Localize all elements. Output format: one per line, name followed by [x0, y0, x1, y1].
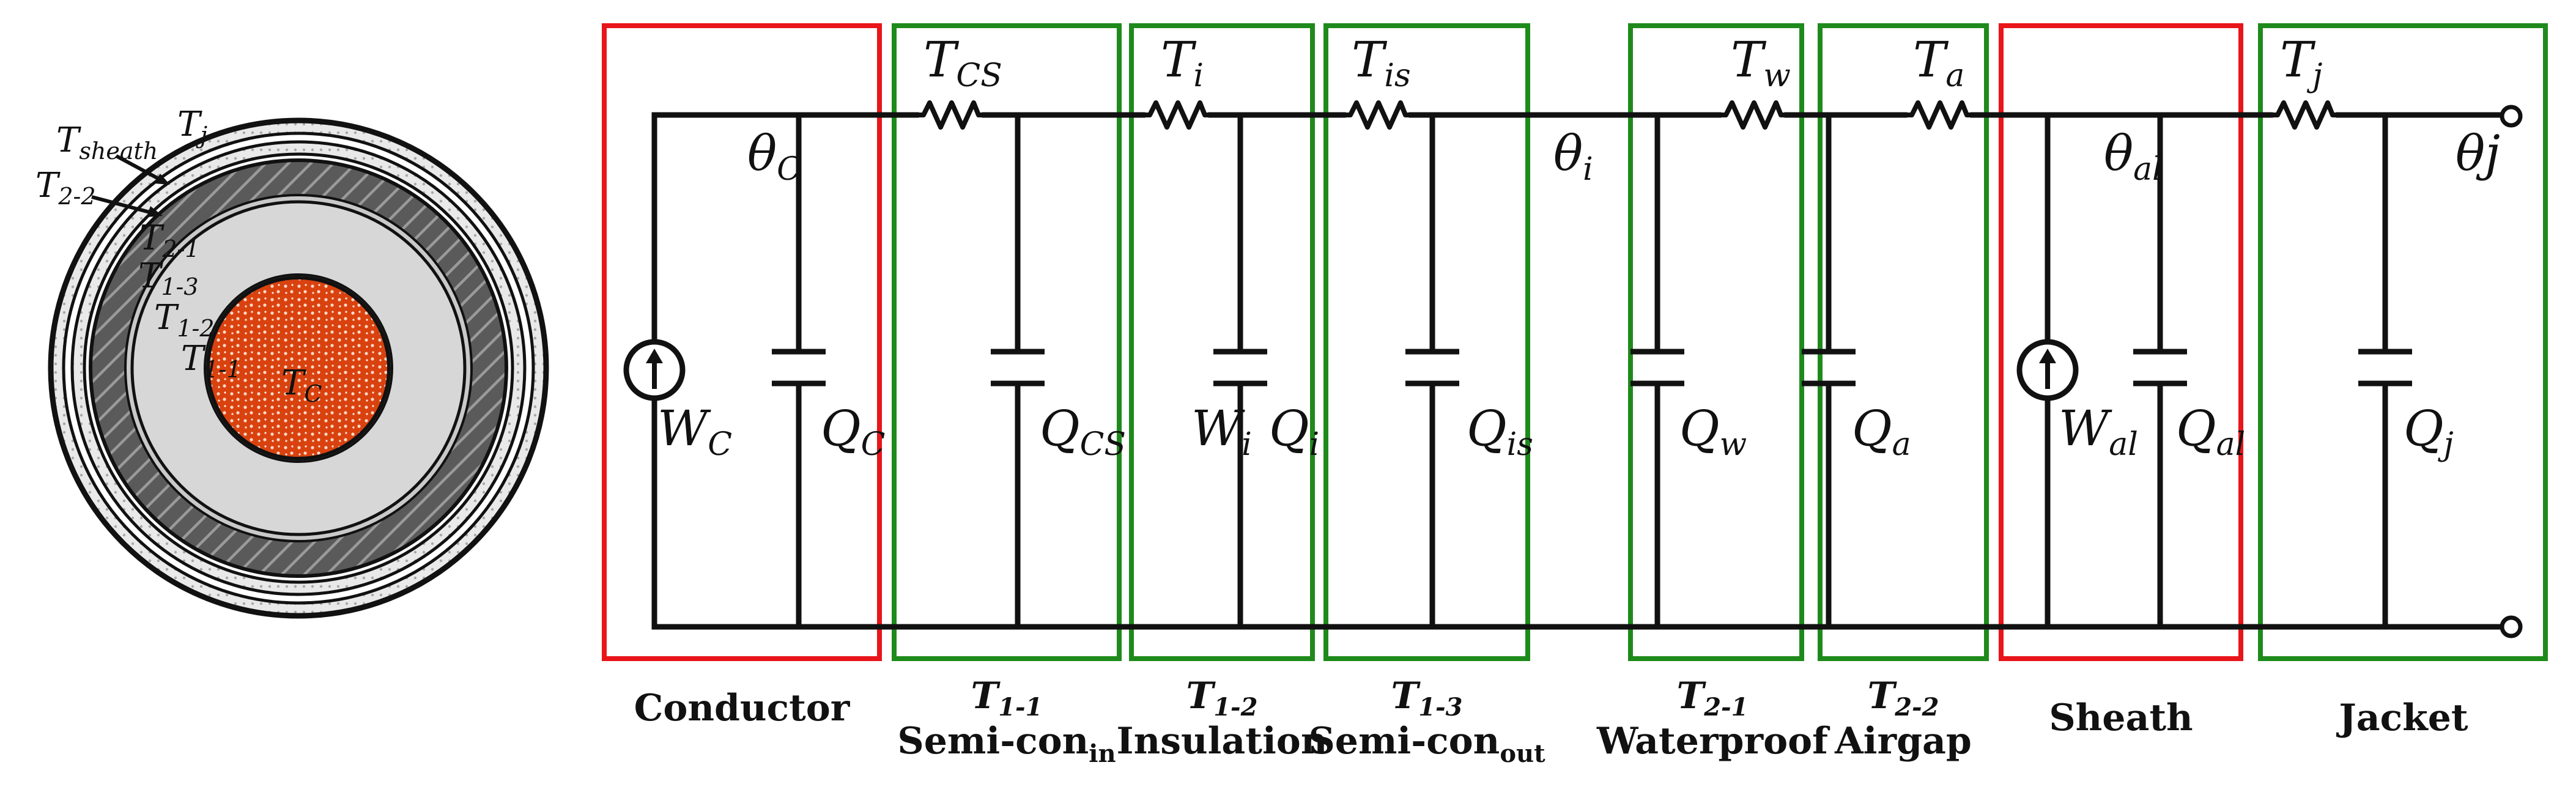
label-q-cs: QCS — [1040, 400, 1126, 463]
label-t-2-1-xsec: T2-1 — [139, 218, 200, 262]
section-airgap-t: T2-2 — [1868, 675, 1939, 722]
label-t-2-2-xsec: T2-2 — [35, 166, 96, 210]
resistors — [916, 100, 2339, 130]
airgap-pointer-arrowhead — [147, 206, 163, 217]
source-wc-arrowhead — [646, 349, 663, 363]
resistor-t-a — [1904, 100, 1973, 130]
section-waterproof-name: Waterproof — [1596, 720, 1830, 763]
label-theta-al: θal — [2104, 125, 2163, 188]
circuit-labels: TCS Ti Tis Tw Ta Tj θC θi θal θj WC Wi W… — [657, 31, 2500, 463]
label-t-sheath: Tsheath — [56, 120, 158, 165]
section-jacket-name: Jacket — [2336, 697, 2468, 739]
section-semicon-out-name: Semi-conout — [1308, 720, 1545, 768]
label-t-a: Ta — [1913, 31, 1964, 94]
label-t-j: Tj — [2280, 31, 2322, 94]
label-t-1-2-xsec: T1-2 — [154, 298, 215, 342]
box-jacket — [2258, 23, 2548, 661]
section-waterproof-t: T2-1 — [1677, 675, 1749, 722]
label-q-c: QC — [821, 400, 885, 463]
terminal-top — [2500, 105, 2523, 128]
box-insulation — [1129, 23, 1315, 661]
label-theta-c: θC — [747, 125, 801, 188]
circuit-wiring — [651, 105, 2523, 638]
conductor-core — [206, 276, 391, 460]
label-q-j: Qj — [2404, 400, 2454, 463]
label-w-al: Wal — [2059, 400, 2138, 463]
capacitors — [772, 112, 2412, 630]
section-insulation-t: T1-2 — [1186, 675, 1258, 722]
label-t-1-3-xsec: T1-3 — [138, 256, 199, 300]
label-t-cs: TCS — [923, 31, 1002, 94]
resistor-t-j — [2270, 100, 2339, 130]
box-semicon-in — [892, 23, 1122, 661]
label-theta-j: θj — [2456, 125, 2500, 182]
section-semicon-in-name: Semi-conin — [897, 720, 1116, 768]
box-waterproof — [1628, 23, 1804, 661]
label-t-w: Tw — [1731, 31, 1791, 94]
label-theta-i: θi — [1553, 125, 1593, 188]
current-sources — [623, 112, 2079, 630]
label-t-c-core: TC — [281, 363, 322, 407]
box-airgap — [1818, 23, 1989, 661]
resistor-t-w — [1719, 100, 1787, 130]
resistor-t-i — [1142, 100, 1211, 130]
sheath-pointer-arrowhead — [154, 174, 170, 185]
section-boxes — [602, 23, 2548, 661]
label-q-a: Qa — [1852, 400, 1911, 463]
box-semicon-out — [1323, 23, 1530, 661]
label-t-i: Ti — [1161, 31, 1204, 94]
label-q-w: Qw — [1679, 400, 1747, 463]
label-t-j-xsec: Tj — [177, 105, 207, 149]
label-q-i: Qi — [1269, 400, 1319, 463]
section-labels: Conductor T1-1 Semi-conin T1-2 Insulatio… — [634, 675, 2468, 768]
label-q-al: Qal — [2176, 400, 2245, 463]
label-t-1-1-xsec: T1-1 — [181, 339, 242, 383]
sheath-pointer-arrow — [115, 154, 166, 184]
section-conductor-name: Conductor — [634, 687, 851, 730]
terminal-bottom — [2500, 615, 2523, 638]
section-semicon-in-t: T1-1 — [971, 675, 1043, 722]
section-airgap-name: Airgap — [1834, 720, 1972, 763]
airgap-pointer-arrow — [91, 195, 157, 216]
resistor-t-is — [1343, 100, 1412, 130]
section-sheath-name: Sheath — [2049, 697, 2193, 739]
label-t-is: Tis — [1352, 31, 1411, 94]
label-q-is: Qis — [1467, 400, 1533, 463]
box-sheath — [1999, 23, 2243, 661]
source-wal-arrowhead — [2039, 349, 2056, 363]
section-insulation-name: Insulation — [1117, 720, 1328, 763]
label-w-i: Wi — [1191, 400, 1252, 463]
label-w-c: WC — [657, 400, 732, 463]
section-semicon-out-t: T1-3 — [1391, 675, 1463, 722]
box-conductor — [602, 23, 882, 661]
cable-cross-section: Tsheath Tj T2-2 T2-1 T1-3 T1-2 T1-1 TC — [35, 105, 549, 619]
resistor-t-cs — [916, 100, 985, 130]
